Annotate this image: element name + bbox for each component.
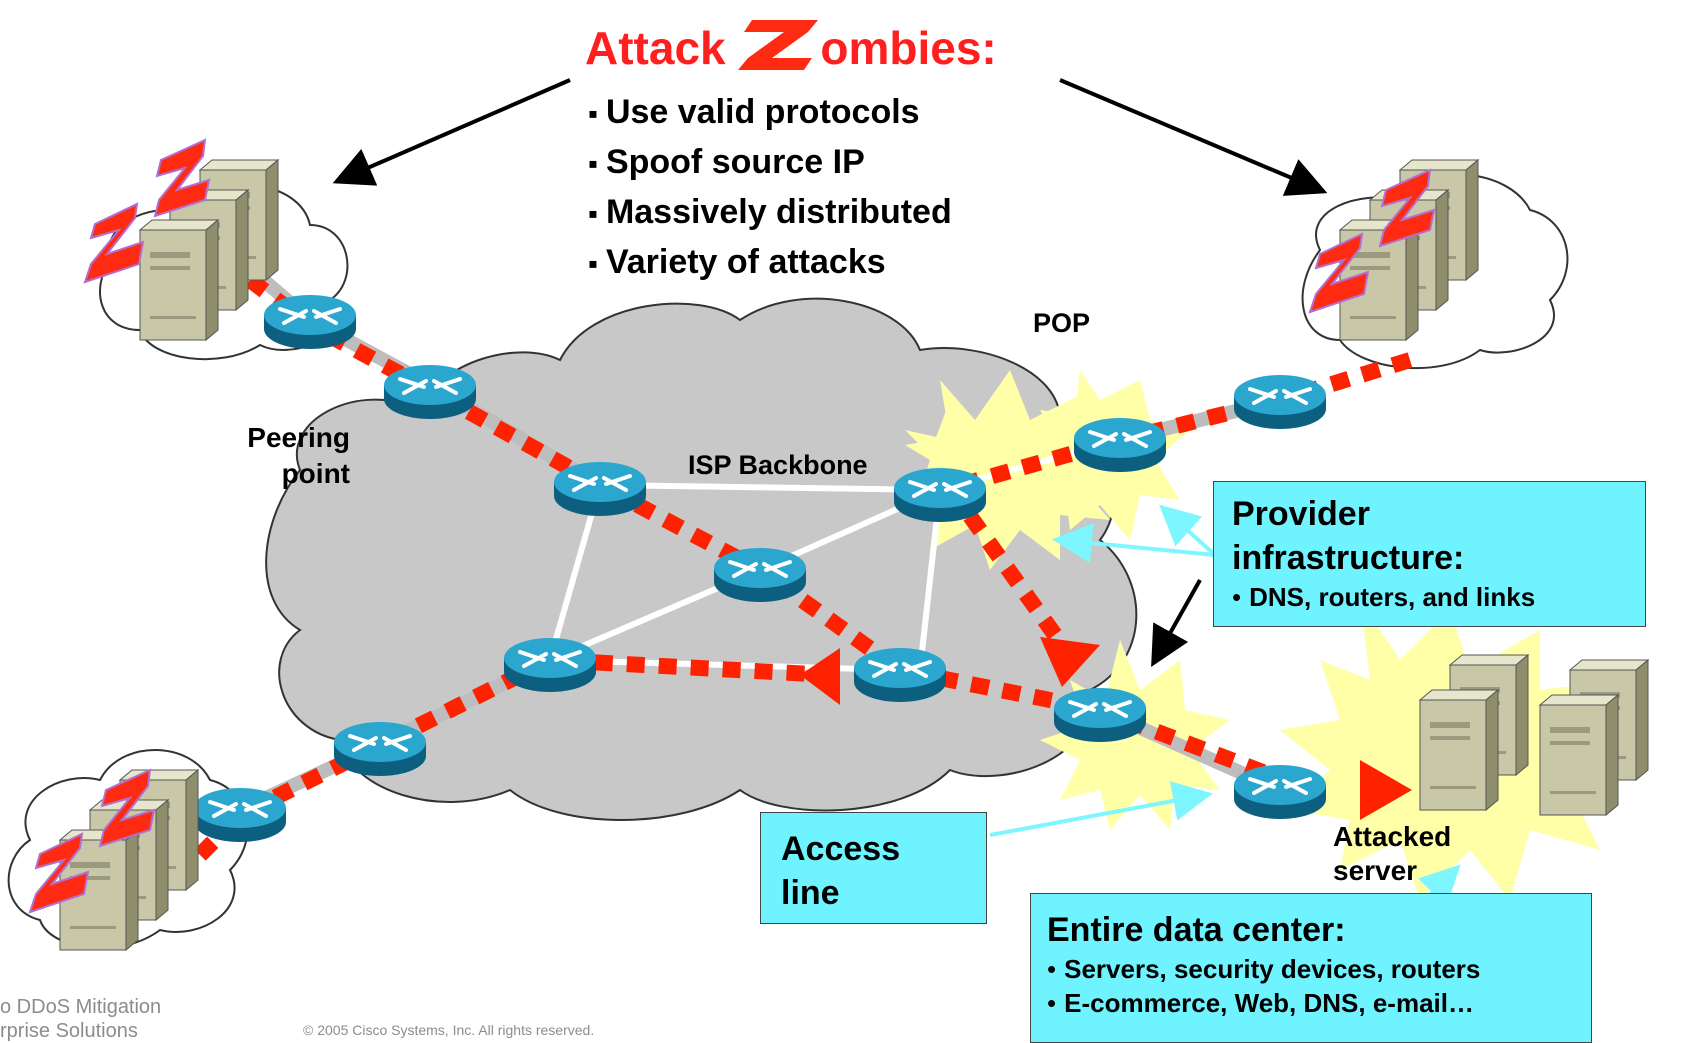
datacenter-callout-item: E-commerce, Web, DNS, e-mail… [1047, 986, 1591, 1020]
trait-item: Use valid protocols [588, 88, 952, 138]
trait-item: Variety of attacks [588, 238, 952, 288]
provider-callout-item: DNS, routers, and links [1232, 580, 1645, 614]
datacenter-callout-title: Entire data center: [1047, 911, 1346, 949]
router-peering-edge [382, 363, 478, 421]
callout-pointers [989, 504, 1461, 907]
router-backbone-4 [852, 646, 948, 704]
router-backbone-2 [712, 546, 808, 604]
router-backbone-1 [552, 460, 648, 518]
attack-arrowheads [800, 637, 1412, 820]
title-z-icon: Z [738, 18, 820, 70]
attacked-server-label: Attacked server [1333, 820, 1451, 888]
router-access [1052, 686, 1148, 744]
trait-item: Massively distributed [588, 188, 952, 238]
title-prefix: Attack [585, 22, 739, 74]
title-z-letter: Z [776, 57, 777, 59]
router-datacenter [1232, 763, 1328, 821]
pop-label: POP [1033, 308, 1091, 338]
footer-copyright: © 2005 Cisco Systems, Inc. All rights re… [303, 1022, 595, 1038]
isp-backbone-label: ISP Backbone [688, 450, 868, 480]
access-callout-line1: Access [781, 830, 901, 868]
access-line-callout: Access line [760, 812, 987, 924]
trait-item: Spoof source IP [588, 138, 952, 188]
title-suffix: ombies: [820, 22, 997, 74]
peering-point-label: Peering point [232, 420, 350, 492]
router-peering-bottom [332, 720, 428, 778]
attacked-label-line1: Attacked [1333, 821, 1452, 852]
router-backbone-pop [892, 466, 988, 524]
access-callout-line2: line [781, 874, 840, 912]
zombie-traits-list: Use valid protocols Spoof source IP Mass… [588, 88, 952, 288]
peering-label-line1: Peering [247, 422, 350, 453]
title-arrows [332, 78, 1328, 667]
peering-label-line2: point [281, 458, 350, 489]
router-backbone-3 [502, 636, 598, 694]
footer-line1: o DDoS Mitigation [0, 996, 162, 1018]
router-pop [1072, 416, 1168, 474]
router-customer-bottom-left [192, 786, 288, 844]
provider-callout-title-line2: infrastructure: [1232, 539, 1465, 577]
router-customer-right [1232, 373, 1328, 431]
data-center-callout: Entire data center: Servers, security de… [1030, 893, 1592, 1043]
provider-callout-title-line1: Provider [1232, 495, 1370, 533]
attacked-label-line2: server [1333, 855, 1418, 886]
datacenter-callout-item: Servers, security devices, routers [1047, 952, 1591, 986]
router-peering-top [262, 293, 358, 351]
provider-infrastructure-callout: Provider infrastructure: DNS, routers, a… [1213, 481, 1646, 627]
